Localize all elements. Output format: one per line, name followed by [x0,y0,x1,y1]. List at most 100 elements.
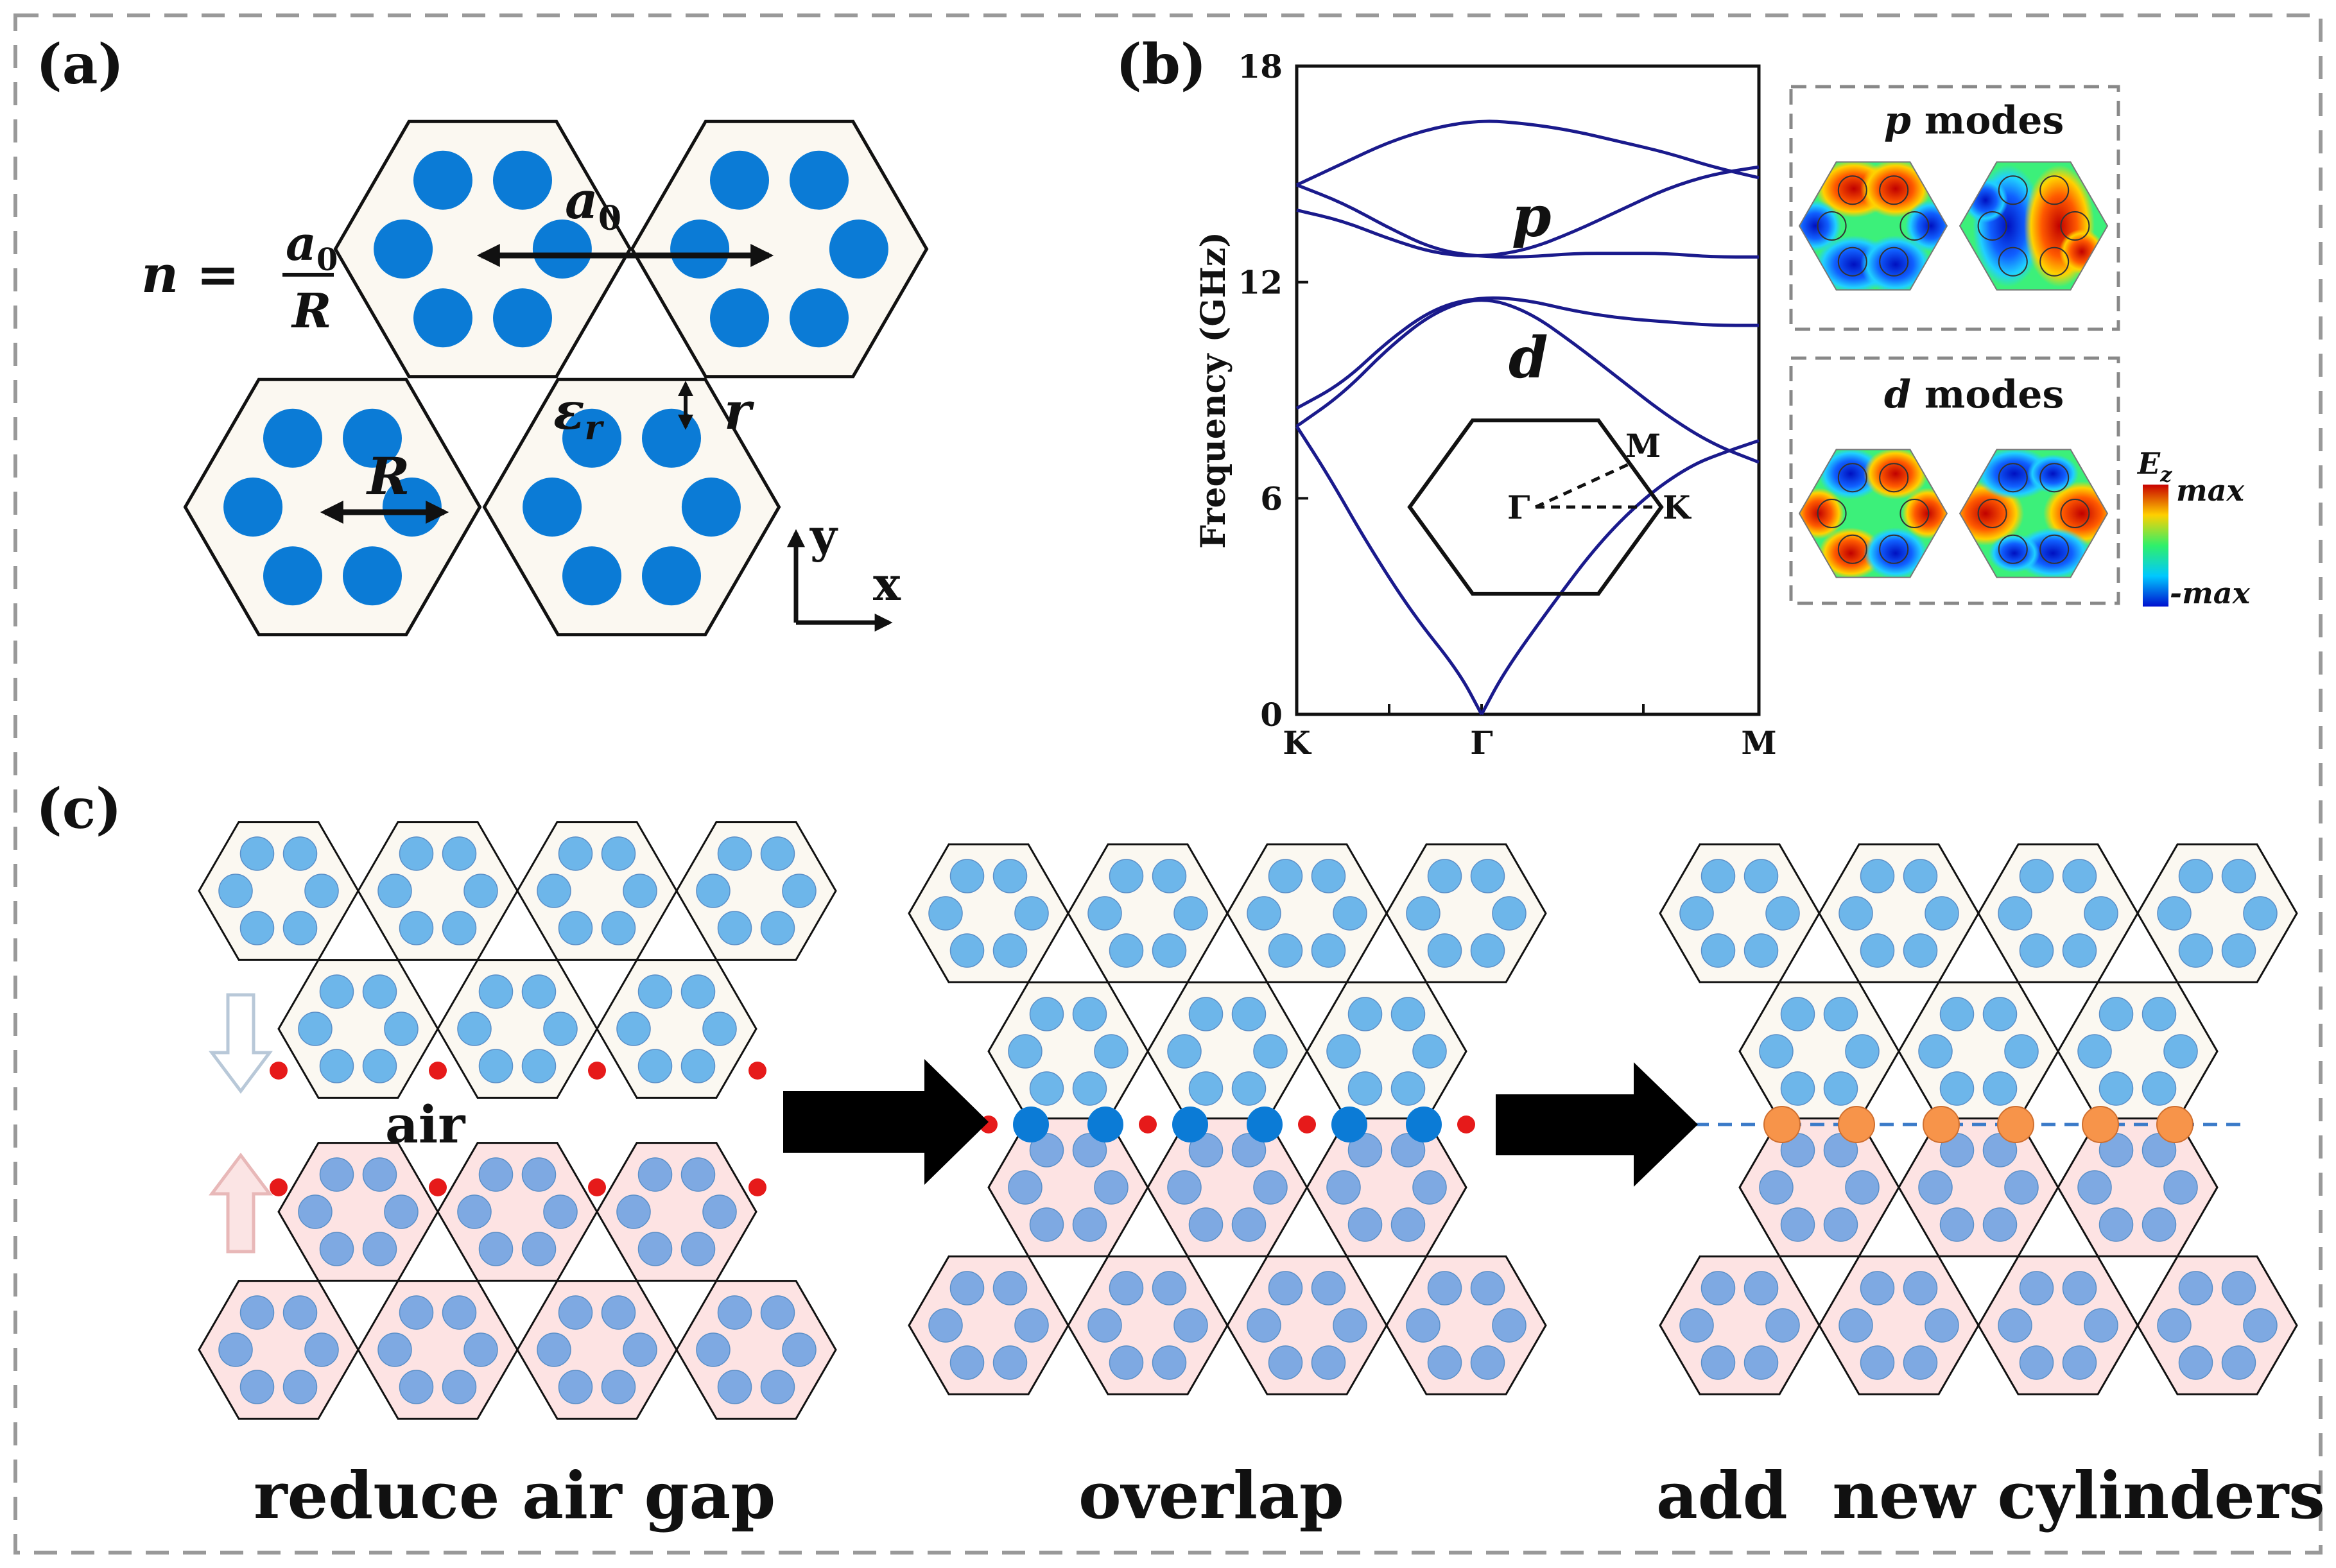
dielectric-cylinder [1231,997,1267,1031]
d-mode-2 [1959,449,2109,578]
y-tick-label: 0 [1260,696,1283,734]
dielectric-cylinder [2019,933,2054,968]
dielectric-cylinder [2019,859,2054,893]
dielectric-cylinder [1700,1345,1736,1380]
dielectric-cylinder [616,1194,651,1229]
dielectric-cylinder [399,911,434,945]
lattice-cell [1146,981,1308,1121]
dielectric-cylinder [1347,1071,1383,1106]
dielectric-cylinder [1094,1034,1129,1069]
dielectric-cylinder [239,1370,275,1404]
dielectric-cylinder [1188,1133,1224,1167]
dielectric-cylinder [377,1332,412,1367]
dielectric-cylinder [493,150,552,210]
dielectric-cylinder [1247,896,1281,931]
hex-cell-outline [482,377,781,637]
dielectric-cylinder [1268,859,1303,893]
hex-cell-outline [1659,1255,1821,1395]
hex-cell-outline [596,959,757,1099]
hex-cell-outline [675,821,837,961]
air-label: air [385,1094,465,1155]
dielectric-cylinder [1427,1345,1462,1380]
dielectric-cylinder [949,933,985,968]
y-tick-label: 6 [1260,479,1283,517]
dielectric-cylinder [319,1157,354,1192]
dielectric-cylinder [928,896,963,931]
dielectric-cylinder [1780,997,1815,1031]
dielectric-cylinder [558,1370,593,1404]
dielectric-cylinder [1470,1271,1505,1305]
junction-dot [588,1062,606,1080]
dielectric-cylinder [1939,1071,1975,1106]
new-cylinder [1763,1106,1801,1143]
dielectric-cylinder [680,1232,716,1266]
dielectric-cylinder [2098,1207,2134,1242]
dielectric-cylinder [1173,896,1208,931]
dielectric-cylinder [702,1194,737,1229]
lattice-cell [1306,981,1467,1121]
colorbar-gradient [2143,485,2168,607]
dielectric-cylinder [1326,1034,1361,1069]
dielectric-cylinder [1231,1207,1267,1242]
hex-cell-outline [675,1280,837,1420]
dielectric-cylinder [782,874,817,908]
dielectric-cylinder [1860,1345,1895,1380]
n-fraction-denominator: R [291,284,332,339]
dielectric-cylinder [304,1332,339,1367]
dielectric-cylinder [263,408,322,468]
dielectric-cylinder [710,288,769,348]
dielectric-cylinder [384,1194,419,1229]
dielectric-cylinder [413,150,472,210]
dielectric-cylinder [1406,896,1441,931]
colorbar: Ez max -max [2136,446,2251,610]
dielectric-cylinder [1167,1034,1202,1069]
dielectric-cylinder [1918,1170,1953,1205]
dielectric-cylinder [2098,1071,2134,1106]
dielectric-cylinder [2062,1271,2097,1305]
lattice-cell [1067,843,1229,983]
dielectric-cylinder [362,1232,397,1266]
dielectric-cylinder [1939,1207,1975,1242]
dielectric-cylinder [298,1194,333,1229]
dielectric-cylinder [1860,1271,1895,1305]
dielectric-cylinder [2178,1345,2213,1380]
dielectric-cylinder [521,1049,557,1083]
dielectric-cylinder [442,911,477,945]
dielectric-cylinder [1823,997,1858,1031]
outer-frame [13,13,2323,1555]
dielectric-cylinder [637,1049,673,1083]
dielectric-cylinder [616,1012,651,1046]
dielectric-cylinder [680,974,716,1009]
dielectric-cylinder [1412,1034,1447,1069]
hex-cell-outline [1067,1255,1229,1395]
p-mode-2 [1959,161,2109,291]
dielectric-cylinder [374,220,433,279]
dielectric-cylinder [1998,896,2032,931]
band-curve-0 [1295,425,1484,716]
dielectric-cylinder [1390,1207,1426,1242]
dielectric-cylinder [1780,1207,1815,1242]
p-modes-title: p modes [1884,98,2064,143]
dielectric-cylinder [562,546,621,606]
hex-cell-outline [1818,1255,1980,1395]
dielectric-cylinder [2178,933,2213,968]
dielectric-cylinder [2084,896,2118,931]
dielectric-cylinder [537,874,571,908]
dielectric-cylinder [1860,859,1895,893]
dielectric-cylinder [1094,1170,1129,1205]
dielectric-cylinder [1311,859,1346,893]
dielectric-cylinder [949,859,985,893]
dielectric-cylinder [710,150,769,210]
dielectric-cylinder [681,478,741,537]
dielectric-cylinder [642,546,701,606]
dielectric-cylinder [1008,1170,1043,1205]
dielectric-cylinder [1903,933,1938,968]
dielectric-cylinder [1014,1308,1049,1343]
dielectric-cylinder [1903,1271,1938,1305]
dielectric-cylinder [362,1049,397,1083]
dielectric-cylinder [760,836,795,871]
dielectric-cylinder [2221,859,2256,893]
dielectric-cylinder [1029,1071,1064,1106]
new-cylinder [1997,1106,2034,1143]
